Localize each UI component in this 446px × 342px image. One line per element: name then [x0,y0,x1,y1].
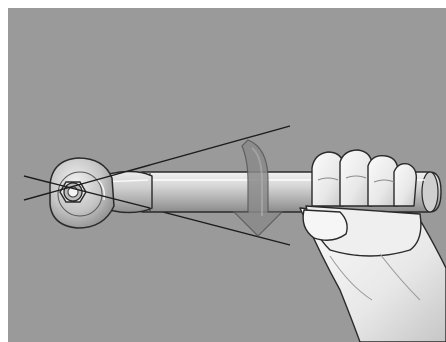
nut-icon [60,182,86,202]
